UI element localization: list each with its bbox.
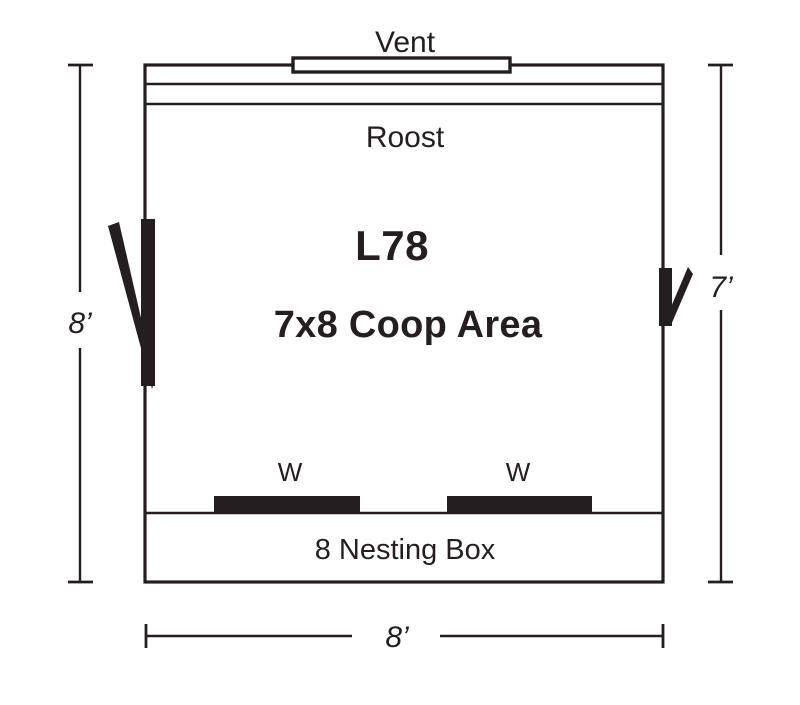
vent-group xyxy=(291,56,512,74)
right-dimension-label: 7’ xyxy=(709,271,734,304)
left-dimension-label: 8’ xyxy=(68,307,93,340)
left-dimension-group: 8’ xyxy=(68,63,93,584)
left-door-swing-icon xyxy=(108,222,155,389)
bottom-dimension-label: 8’ xyxy=(385,621,410,654)
vent-label: Vent xyxy=(375,26,436,59)
right-door-swing-icon xyxy=(665,267,693,325)
vent-icon xyxy=(291,56,512,74)
model-code-title: L78 xyxy=(355,222,429,269)
right-door-panel-icon xyxy=(659,268,672,326)
roost-label: Roost xyxy=(366,121,445,154)
bottom-dimension-group: 8’ xyxy=(144,621,665,654)
right-door-group xyxy=(659,267,693,326)
coop-area-label: 7x8 Coop Area xyxy=(274,304,543,346)
window-left-label: W xyxy=(278,457,303,487)
windows-group xyxy=(214,496,592,512)
window-right-label: W xyxy=(506,457,531,487)
right-dimension-group: 7’ xyxy=(708,63,734,584)
window-left-icon xyxy=(214,496,360,512)
left-door-group xyxy=(108,219,155,389)
nesting-box-label: 8 Nesting Box xyxy=(315,534,496,566)
window-right-icon xyxy=(447,496,592,512)
